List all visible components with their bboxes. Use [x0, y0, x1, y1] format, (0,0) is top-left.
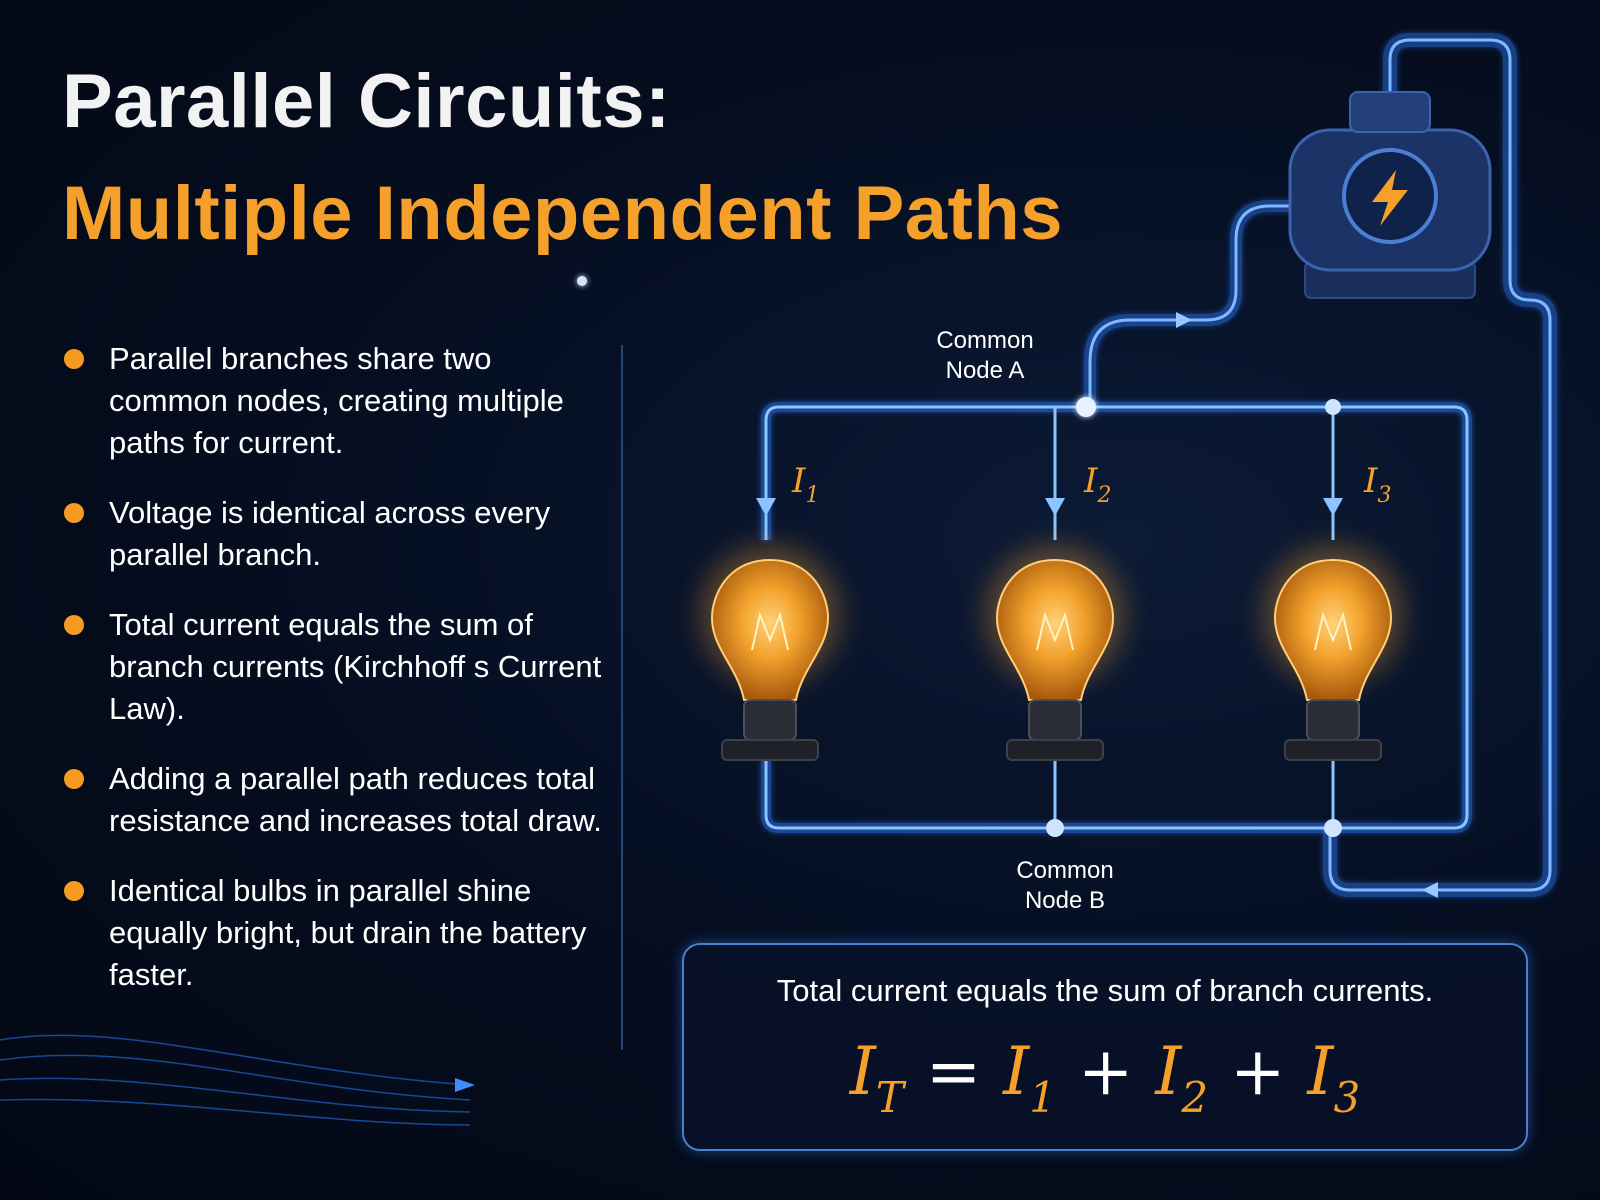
- flow-arrow-top: [1176, 312, 1192, 328]
- equation-formula: IT=I1+I2+I3: [684, 1033, 1526, 1122]
- node-b-label-line1: Common: [1016, 857, 1114, 884]
- term-subscript: T: [875, 1073, 904, 1122]
- flow-arrow-bottom: [1422, 882, 1438, 898]
- term-symbol: I: [849, 1033, 876, 1110]
- node-a-label-line2: Node A: [945, 357, 1025, 384]
- bullet-list: Parallel branches share two common nodes…: [62, 338, 602, 1024]
- node-b-dot: [1046, 819, 1064, 837]
- term-i1: I1: [1003, 1033, 1056, 1122]
- node-a-label: Common Node A: [895, 326, 1075, 386]
- bullet-dot-icon: [64, 769, 84, 789]
- bullet-text: Parallel branches share two common nodes…: [109, 341, 564, 460]
- separator-sparkle: [577, 276, 587, 286]
- title-line-2: Multiple Independent Paths: [62, 171, 1064, 256]
- term-i3: I3: [1307, 1033, 1360, 1122]
- term-subscript: 1: [1029, 1073, 1056, 1122]
- term-subscript: 3: [1333, 1073, 1361, 1122]
- node-a-dot: [1076, 397, 1096, 417]
- lightning-bolt-icon: [1372, 170, 1408, 226]
- current-label-2: I2: [1083, 461, 1111, 508]
- title-line-1: Parallel Circuits:: [62, 59, 671, 144]
- term-symbol: I: [1155, 1033, 1182, 1110]
- bullet-dot-icon: [64, 615, 84, 635]
- bullet-text: Identical bulbs in parallel shine equall…: [109, 873, 587, 992]
- equation-caption: Total current equals the sum of branch c…: [776, 973, 1434, 1008]
- term-symbol: I: [1003, 1033, 1030, 1110]
- bullet-text: Adding a parallel path reduces total res…: [109, 761, 602, 838]
- node-b-label: Common Node B: [975, 856, 1155, 916]
- bullet-text: Total current equals the sum of branch c…: [109, 607, 602, 726]
- branch-arrow-1: [756, 498, 776, 516]
- current-label-1: I1: [791, 461, 819, 508]
- node-bottom-right-dot: [1324, 819, 1342, 837]
- node-top-right-dot: [1325, 399, 1341, 415]
- branch-arrow-3: [1323, 498, 1343, 516]
- bullet-item: Total current equals the sum of branch c…: [62, 604, 602, 730]
- bullet-item: Identical bulbs in parallel shine equall…: [62, 870, 602, 996]
- light-bulb-icon: [1263, 545, 1403, 761]
- plus-sign: +: [1230, 1033, 1286, 1110]
- node-b-label-line2: Node B: [1024, 887, 1106, 914]
- bullet-dot-icon: [64, 349, 84, 369]
- wave-arrow: [455, 1078, 475, 1092]
- bullet-text: Voltage is identical across every parall…: [109, 495, 551, 572]
- term-symbol: I: [1307, 1033, 1334, 1110]
- current-label-3: I3: [1363, 461, 1391, 508]
- circuit-wires: [761, 402, 1472, 833]
- equals-sign: =: [925, 1033, 982, 1110]
- plus-sign: +: [1077, 1033, 1134, 1110]
- decorative-waves: [0, 1034, 471, 1126]
- branch-arrow-2: [1045, 498, 1065, 516]
- bullet-item: Adding a parallel path reduces total res…: [62, 758, 602, 842]
- term-i2: I2: [1155, 1033, 1208, 1122]
- bullet-dot-icon: [64, 503, 84, 523]
- light-bulb-icon: [700, 545, 840, 761]
- node-a-label-line1: Common: [936, 327, 1034, 354]
- bullet-item: Voltage is identical across every parall…: [62, 492, 602, 576]
- term-subscript: 2: [1181, 1073, 1209, 1122]
- bullet-item: Parallel branches share two common nodes…: [62, 338, 602, 464]
- equation-box: Total current equals the sum of branch c…: [682, 943, 1528, 1151]
- bullet-dot-icon: [64, 881, 84, 901]
- source-pipes: [1084, 33, 1557, 897]
- term-total: IT: [849, 1033, 904, 1122]
- light-bulb-icon: [985, 545, 1125, 761]
